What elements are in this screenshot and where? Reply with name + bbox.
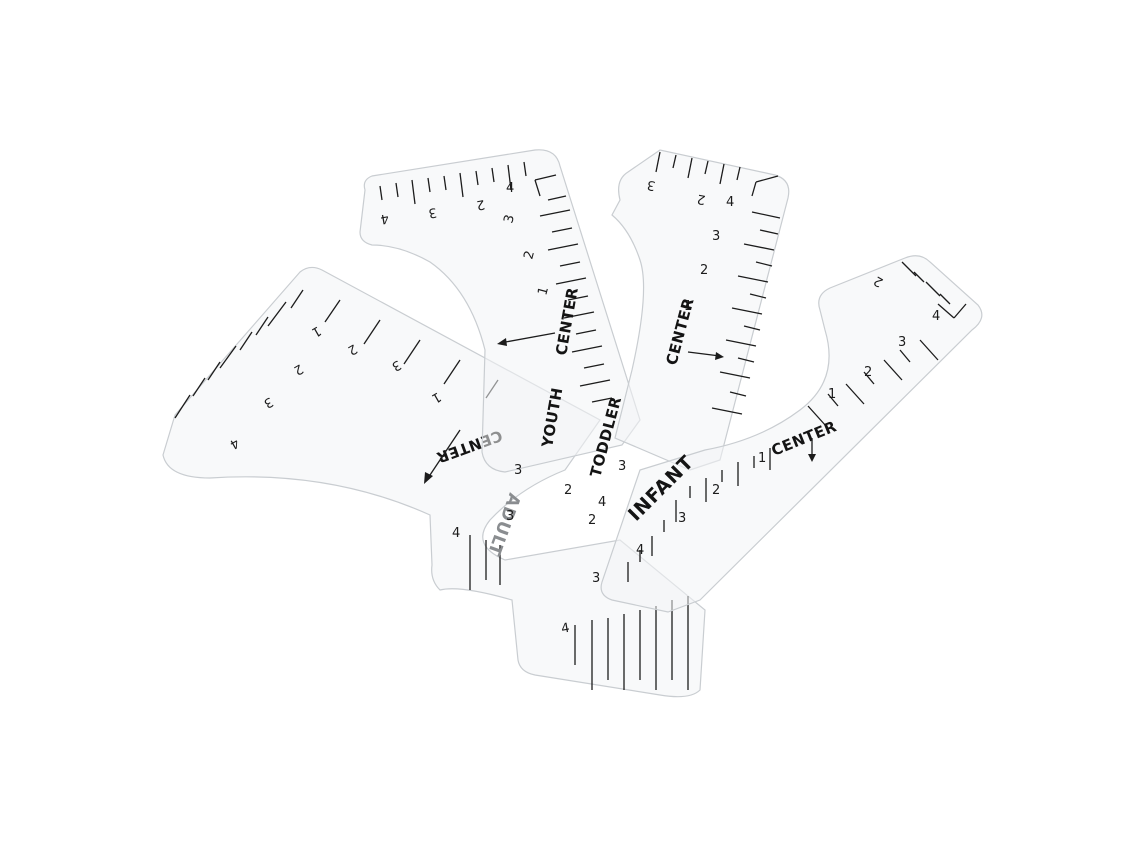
- youth-ruler: 4 3 2 4 3 2 1 CENTER YOUTH: [359, 149, 641, 473]
- infant-side-number: 4: [932, 309, 940, 324]
- infant-side-number: 2: [864, 365, 872, 380]
- youth-top-number: 3: [427, 204, 438, 220]
- adult-side-number: 4: [560, 621, 571, 637]
- infant-ruler-side-ticks: [627, 339, 939, 582]
- youth-side-number: 4: [506, 181, 514, 196]
- toddler-top-number: 3: [646, 177, 657, 193]
- adult-ruler: 4 3 2 1 4 4 2 3 1 CENTER ADULT: [162, 266, 706, 698]
- youth-ruler-side-ticks: [539, 195, 613, 403]
- toddler-center-arrow: [687, 351, 721, 357]
- infant-side-number: 1: [758, 451, 766, 466]
- toddler-center-arrowhead: [715, 352, 724, 360]
- adult-center-arrowhead: [424, 472, 433, 484]
- infant-center-arrowhead: [808, 454, 816, 462]
- overlap-number: 3: [514, 463, 522, 478]
- toddler-ruler: 3 2 4 3 2 1 CENTER TODDLER: [586, 149, 790, 479]
- youth-side-number: 1: [535, 285, 552, 297]
- overlap-faint-numbers: 3 2 3 4 3 2 3: [506, 459, 626, 586]
- infant-side-number: 1: [828, 387, 836, 402]
- youth-top-number: 4: [379, 210, 390, 226]
- toddler-side-number: 3: [712, 229, 720, 244]
- infant-side-number: 4: [636, 543, 644, 558]
- overlap-number: 3: [592, 571, 600, 586]
- youth-top-number: 2: [475, 196, 486, 212]
- toddler-side-number: 2: [700, 263, 708, 278]
- infant-side-number: 3: [678, 511, 686, 526]
- youth-ruler-top-ticks: [379, 161, 557, 205]
- infant-ruler-top-ticks: [901, 261, 967, 319]
- overlap-number: 2: [588, 513, 596, 528]
- overlap-number: 3: [506, 509, 514, 524]
- infant-side-number: 3: [898, 335, 906, 350]
- toddler-ruler-top-ticks: [655, 151, 779, 197]
- toddler-top-number: 2: [696, 191, 707, 207]
- toddler-ruler-side-ticks: [711, 211, 781, 415]
- adult-center-arrow: [427, 429, 461, 479]
- youth-center-arrowhead: [497, 338, 507, 346]
- youth-side-number: 2: [521, 249, 538, 261]
- infant-side-number: 2: [712, 483, 720, 498]
- youth-side-number: 3: [501, 213, 518, 225]
- adult-ruler-side-ticks: [469, 535, 689, 690]
- overlap-number: 4: [598, 495, 606, 510]
- overlap-number: 3: [618, 459, 626, 474]
- toddler-side-number: 1: [684, 299, 692, 314]
- toddler-side-number: 4: [726, 195, 734, 210]
- adult-side-number: 4: [452, 526, 460, 541]
- overlap-number: 2: [564, 483, 572, 498]
- youth-center-arrow: [499, 332, 556, 344]
